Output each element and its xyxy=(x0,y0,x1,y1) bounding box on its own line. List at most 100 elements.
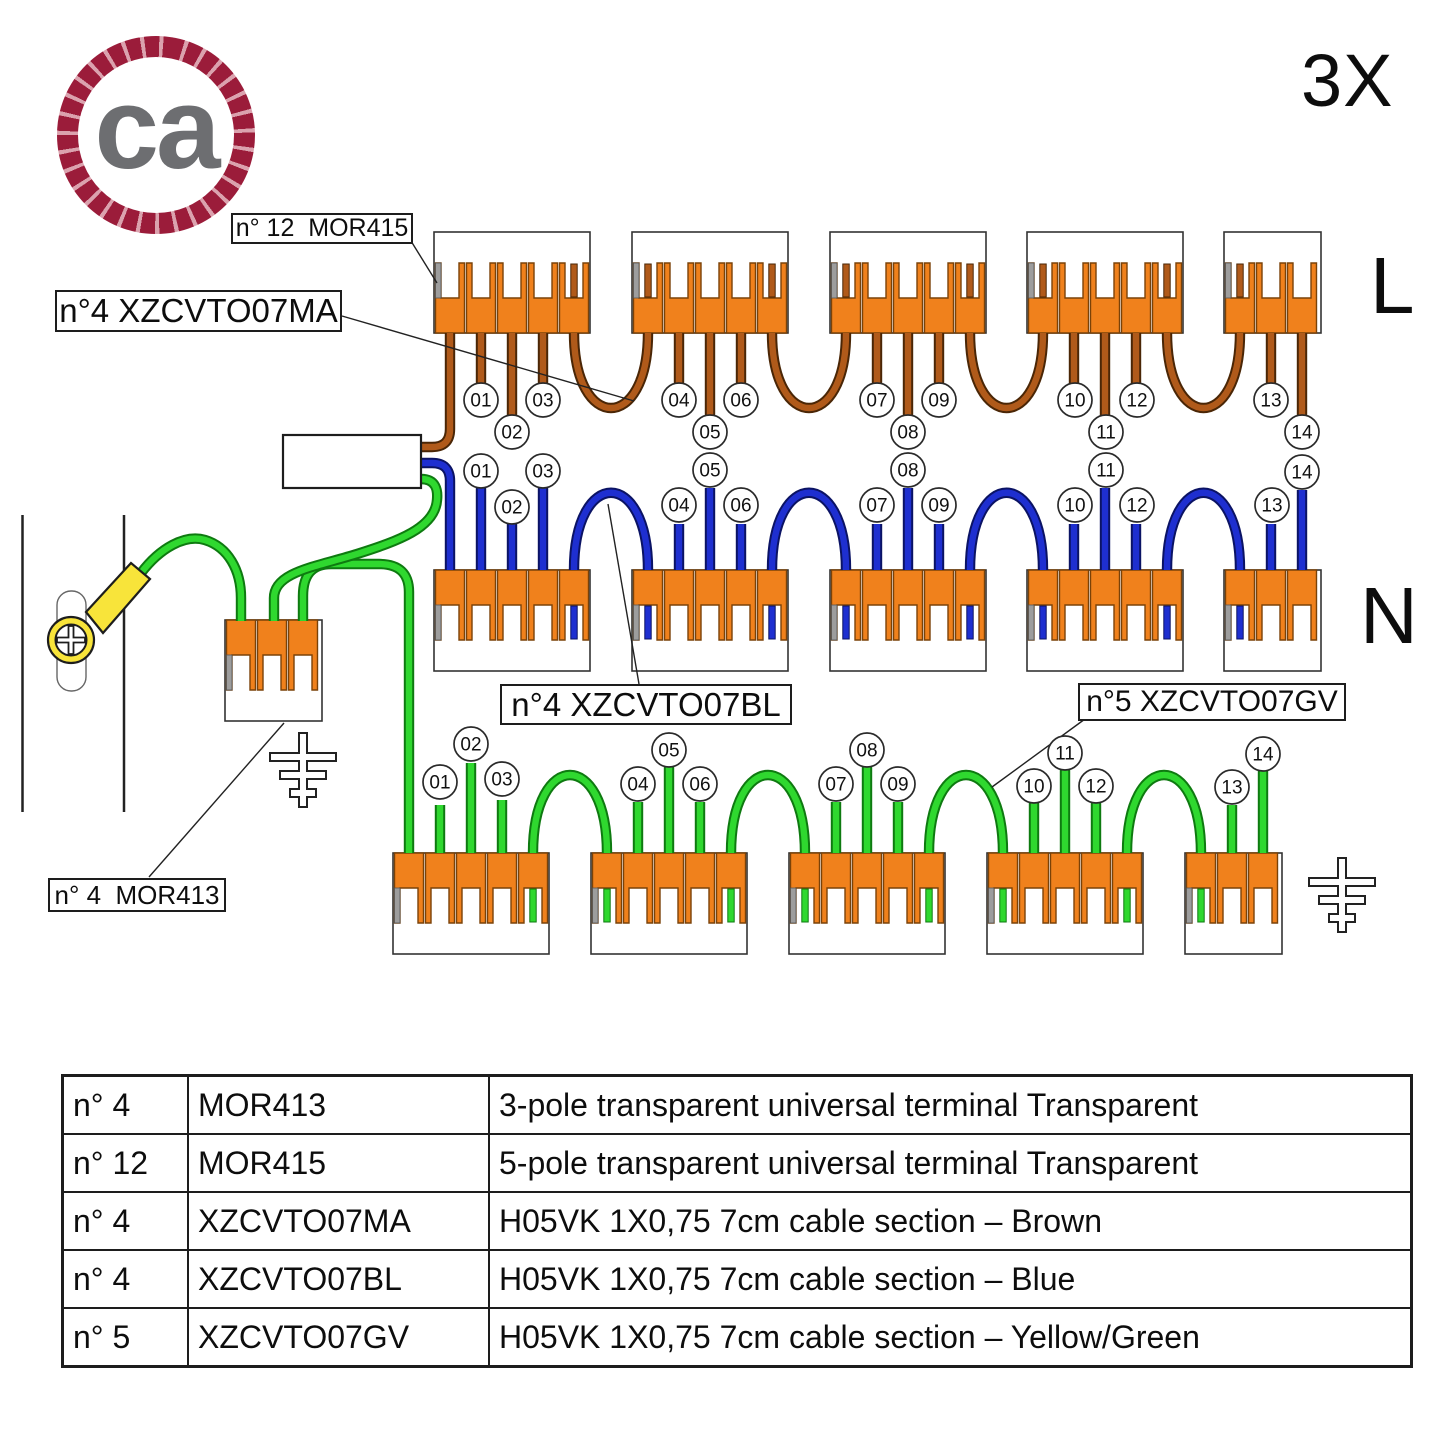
wire-number-label: 13 xyxy=(1221,778,1242,799)
callout-xzcvto07bl: n°4 XZCVTO07BL xyxy=(500,684,792,725)
terminal-pole xyxy=(820,852,852,924)
brown-jumper-wire-outline xyxy=(1161,332,1246,413)
wire-number-circle xyxy=(494,414,530,450)
wire-number-label: 03 xyxy=(532,462,553,483)
wire-tip xyxy=(1236,263,1244,298)
code-cell: XZCVTO07MA xyxy=(187,1191,490,1251)
wire-number-label: 06 xyxy=(689,775,710,796)
wire-number-label: 06 xyxy=(730,496,751,517)
neutral-row-label: N xyxy=(1360,571,1418,660)
wire-number-label: 01 xyxy=(470,462,491,483)
terminal-pole xyxy=(1018,852,1050,924)
wire-number-label: 08 xyxy=(897,423,918,444)
wire-number-circle xyxy=(525,382,561,418)
quantity-multiplier-label: 3X xyxy=(1301,39,1394,122)
terminal-pole xyxy=(1151,262,1183,334)
wire-number-label: 09 xyxy=(887,775,908,796)
brown-jumper-wire-outline xyxy=(964,332,1049,413)
qty-cell: n° 4 xyxy=(61,1074,189,1135)
wire-tip xyxy=(999,888,1007,923)
brown-jumper-wire xyxy=(1163,332,1244,411)
wire-number-circle xyxy=(1057,487,1093,523)
callout-leader-line xyxy=(607,503,640,685)
wire-number-circle xyxy=(1214,769,1250,805)
terminal-pole xyxy=(663,569,695,641)
wire-number-label: 13 xyxy=(1261,496,1282,517)
wire-number-label: 06 xyxy=(730,391,751,412)
wire-number-circle xyxy=(921,382,957,418)
terminal-pole xyxy=(496,569,528,641)
wire-number-circle xyxy=(1057,382,1093,418)
wire-tip xyxy=(768,605,776,640)
wire-number-label: 11 xyxy=(1096,461,1116,482)
wire-number-circle xyxy=(620,766,656,802)
wire-number-circle xyxy=(1047,735,1083,771)
lever-tooth xyxy=(790,887,797,924)
lever-tooth xyxy=(1028,262,1035,299)
wire-tip xyxy=(768,263,776,298)
terminal-pole xyxy=(558,262,590,334)
wire-number-label: 05 xyxy=(699,423,720,444)
code-cell: MOR415 xyxy=(187,1133,490,1193)
terminal-pole xyxy=(694,569,726,641)
blue-jumper-wire-outline xyxy=(1161,487,1246,571)
wire-number-circle xyxy=(661,382,697,418)
wire-number-circle xyxy=(890,414,926,450)
wire-number-circle xyxy=(692,452,728,488)
wire-tip xyxy=(842,605,850,640)
wire-tip xyxy=(925,888,933,923)
wire-number-circle xyxy=(723,382,759,418)
terminal-pole xyxy=(923,569,955,641)
brown-jumper-wire xyxy=(768,332,850,411)
terminal-pole xyxy=(756,262,788,334)
desc-cell: H05VK 1X0,75 7cm cable section – Yellow/… xyxy=(488,1307,1413,1368)
wire-tip xyxy=(1236,605,1244,640)
wire-tip xyxy=(1039,605,1047,640)
wire-number-label: 07 xyxy=(866,391,887,412)
terminal-pole xyxy=(1089,262,1121,334)
terminal-pole xyxy=(465,569,497,641)
terminal-pole xyxy=(517,852,549,924)
lever-tooth xyxy=(1225,262,1232,299)
callout-leader-line xyxy=(148,722,285,878)
terminal-pole xyxy=(527,569,559,641)
terminal-pole xyxy=(622,852,654,924)
wire-number-circle xyxy=(682,766,718,802)
blue-jumper-wire-outline xyxy=(568,487,654,571)
blue-jumper-wire xyxy=(1163,489,1244,571)
wire-number-circle xyxy=(453,726,489,762)
lever-tooth xyxy=(226,654,233,691)
table-row: n° 4 XZCVTO07MA H05VK 1X0,75 7cm cable s… xyxy=(61,1191,1413,1251)
brown-jumper-wire-outline xyxy=(568,332,654,413)
wire-tip xyxy=(966,605,974,640)
earth-symbol-icon xyxy=(269,732,337,808)
brown-feed-wire-outline xyxy=(421,333,456,453)
wire-number-circle xyxy=(463,382,499,418)
green-jumper-wire xyxy=(925,772,1007,854)
wire-number-circle xyxy=(849,732,885,768)
wire-number-label: 02 xyxy=(501,423,522,444)
desc-cell: H05VK 1X0,75 7cm cable section – Brown xyxy=(488,1191,1413,1251)
earth-symbol-icon xyxy=(1308,857,1376,933)
terminal-pole xyxy=(861,262,893,334)
terminal-pole xyxy=(1089,569,1121,641)
wire-number-label: 01 xyxy=(429,773,450,794)
blue-jumper-wire xyxy=(570,489,652,571)
wire-tip xyxy=(1039,263,1047,298)
wire-tip xyxy=(570,605,578,640)
lever-tooth xyxy=(1225,604,1232,641)
wire-number-circle xyxy=(525,453,561,489)
blue-jumper-wire-outline xyxy=(766,487,852,571)
terminal-pole xyxy=(1049,852,1081,924)
callout-xzcvto07ma: n°4 XZCVTO07MA xyxy=(55,290,342,332)
terminal-pole xyxy=(725,569,757,641)
wire-number-label: 10 xyxy=(1064,391,1085,412)
wire-number-label: 07 xyxy=(866,496,887,517)
terminal-pole xyxy=(287,619,319,691)
lever-tooth xyxy=(435,262,442,299)
green-feed-wire xyxy=(299,560,413,853)
wire-number-label: 10 xyxy=(1064,496,1085,517)
terminal-pole xyxy=(694,262,726,334)
wire-number-circle xyxy=(692,414,728,450)
wire-number-label: 14 xyxy=(1291,423,1313,444)
